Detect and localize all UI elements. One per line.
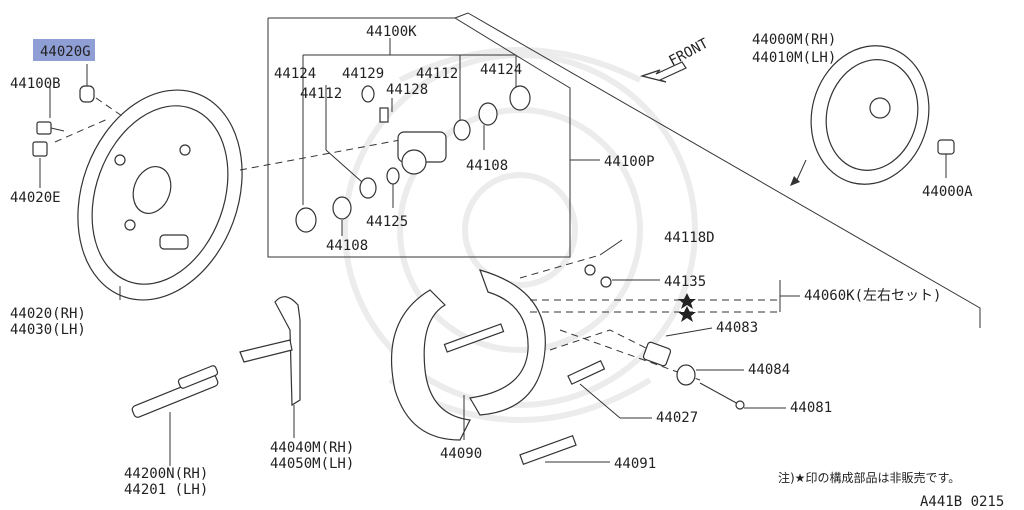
label-44100p[interactable]: 44100P: [604, 154, 655, 170]
label-44090[interactable]: 44090: [440, 446, 482, 462]
clip-44135: [600, 276, 612, 288]
label-44201[interactable]: 44201 (LH): [124, 482, 208, 498]
label-44081[interactable]: 44081: [790, 400, 832, 416]
front-arrow-icon: [639, 61, 687, 83]
brake-shoes: [390, 269, 606, 466]
label-44112-left[interactable]: 44112: [300, 86, 342, 102]
backing-plate: [77, 89, 243, 301]
cups-and-boots: [295, 85, 531, 233]
label-44100b[interactable]: 44100B: [10, 76, 61, 92]
spring-44083: [642, 341, 672, 367]
label-44124-left[interactable]: 44124: [274, 66, 316, 82]
label-44020rh[interactable]: 44020(RH): [10, 306, 86, 322]
label-44125[interactable]: 44125: [366, 214, 408, 230]
label-44124-right[interactable]: 44124: [480, 62, 522, 78]
label-44020g[interactable]: 44020G: [40, 44, 91, 60]
label-44060k[interactable]: 44060K(左右セット): [804, 288, 941, 304]
label-44000m[interactable]: 44000M(RH): [752, 32, 836, 48]
kit-box-44100k: [267, 12, 981, 328]
adjuster-assembly: [131, 365, 219, 418]
bolt-44100b: [36, 121, 65, 135]
bleeder-44020g: [79, 85, 95, 103]
washer-44118d: [584, 264, 596, 276]
label-44200n[interactable]: 44200N(RH): [124, 466, 208, 482]
label-44128[interactable]: 44128: [386, 82, 428, 98]
label-44027[interactable]: 44027: [656, 410, 698, 426]
label-44129[interactable]: 44129: [342, 66, 384, 82]
wheel-cylinder: [379, 107, 447, 175]
bolt-44020e: [32, 141, 48, 157]
brake-assembly: [810, 45, 930, 185]
label-44040m[interactable]: 44040M(RH): [270, 440, 354, 456]
label-44083[interactable]: 44083: [716, 320, 758, 336]
highlight-44020g: [33, 39, 95, 61]
label-44010m[interactable]: 44010M(LH): [752, 50, 836, 66]
label-44118d[interactable]: 44118D: [664, 230, 715, 246]
bolt-44000a: [937, 139, 955, 178]
retainer-44084: [676, 364, 696, 386]
label-front: FRONT: [666, 35, 711, 69]
label-44108-upper[interactable]: 44108: [466, 158, 508, 174]
pin-44081: [699, 382, 745, 410]
label-44112-right[interactable]: 44112: [416, 66, 458, 82]
label-44084[interactable]: 44084: [748, 362, 790, 378]
adjuster-lever: [239, 296, 301, 407]
label-44091[interactable]: 44091: [614, 456, 656, 472]
label-44100k[interactable]: 44100K: [366, 24, 417, 40]
footer-code: A441B 0215: [920, 494, 1004, 510]
label-44030lh[interactable]: 44030(LH): [10, 322, 86, 338]
label-44135[interactable]: 44135: [664, 274, 706, 290]
note-text: 注)★印の構成部品は非販売です。: [778, 470, 960, 485]
label-44000a[interactable]: 44000A: [922, 184, 973, 200]
label-44020e[interactable]: 44020E: [10, 190, 61, 206]
label-44050m[interactable]: 44050M(LH): [270, 456, 354, 472]
label-44108-lower[interactable]: 44108: [326, 238, 368, 254]
